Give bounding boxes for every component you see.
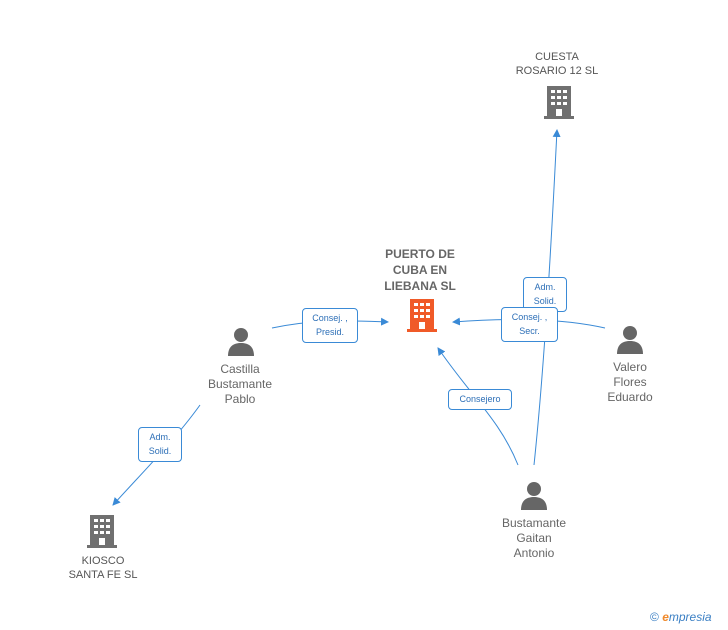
person-icon[interactable] <box>615 324 645 354</box>
brand-name: mpresia <box>668 610 712 624</box>
brand-watermark: © empresia <box>650 610 712 624</box>
bustamante-person-label: Bustamante Gaitan Antonio <box>501 516 567 560</box>
copyright-symbol: © <box>650 610 659 624</box>
building-icon[interactable] <box>543 85 575 119</box>
edge-label-castilla-kiosco[interactable]: Adm. Solid. <box>138 427 182 462</box>
person-icon[interactable] <box>226 326 256 356</box>
building-icon[interactable] <box>86 514 118 548</box>
building-icon[interactable] <box>406 298 438 332</box>
main-company-label: PUERTO DE CUBA EN LIEBANA SL <box>384 247 456 293</box>
edge-label-bustamante-main[interactable]: Consejero <box>448 389 512 410</box>
edge-label-bustamante-cuesta[interactable]: Adm. Solid. <box>523 277 567 312</box>
kiosco-company-label: KIOSCO SANTA FE SL <box>68 555 138 581</box>
person-icon[interactable] <box>519 480 549 510</box>
edge-label-valero-main[interactable]: Consej. , Secr. <box>501 307 558 342</box>
brand-e: e <box>662 610 669 624</box>
castilla-person-label: Castilla Bustamante Pablo <box>207 362 273 406</box>
edge-label-castilla-main[interactable]: Consej. , Presid. <box>302 308 358 343</box>
valero-person-label: Valero Flores Eduardo <box>607 360 653 404</box>
cuesta-company-label: CUESTA ROSARIO 12 SL <box>515 51 599 77</box>
